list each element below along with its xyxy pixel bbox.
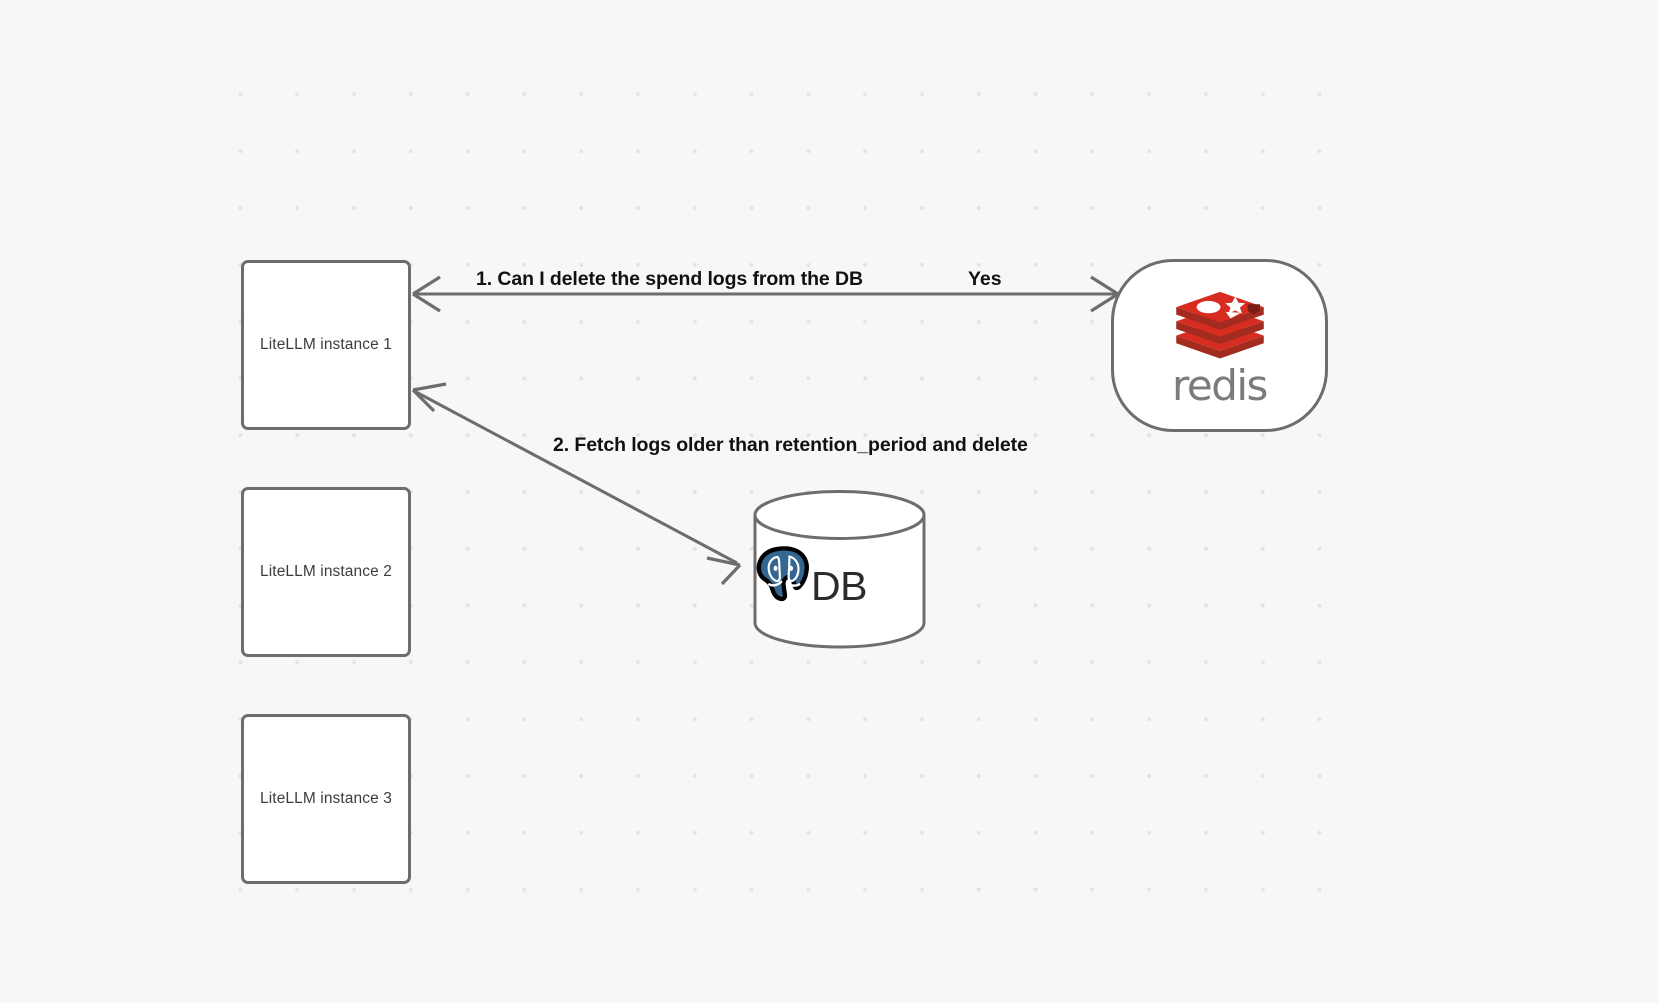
node-litellm-instance-2[interactable]: LiteLLM instance 2 bbox=[241, 487, 411, 657]
node-database[interactable]: DB bbox=[752, 489, 927, 649]
node-litellm-instance-3[interactable]: LiteLLM instance 3 bbox=[241, 714, 411, 884]
cylinder-shape bbox=[753, 490, 926, 649]
postgresql-elephant-icon bbox=[756, 546, 809, 602]
edge-label-2: 2. Fetch logs older than retention_perio… bbox=[553, 434, 1028, 456]
edge-redis-to-instance1 bbox=[412, 275, 1119, 313]
database-logo-and-label: DB bbox=[752, 541, 927, 631]
node-label-instance-2: LiteLLM instance 2 bbox=[260, 563, 392, 580]
edge-label-yes: Yes bbox=[968, 268, 1002, 290]
redis-wordmark: redis bbox=[1172, 360, 1268, 410]
node-label-instance-3: LiteLLM instance 3 bbox=[260, 790, 392, 807]
edge-database-to-instance1 bbox=[411, 382, 742, 586]
node-litellm-instance-1[interactable]: LiteLLM instance 1 bbox=[241, 260, 411, 430]
edge-label-1: 1. Can I delete the spend logs from the … bbox=[476, 268, 863, 290]
redis-logo-icon bbox=[1172, 289, 1268, 367]
node-redis[interactable]: redis bbox=[1111, 259, 1328, 432]
database-label: DB bbox=[811, 562, 867, 609]
node-label-instance-1: LiteLLM instance 1 bbox=[260, 336, 392, 353]
